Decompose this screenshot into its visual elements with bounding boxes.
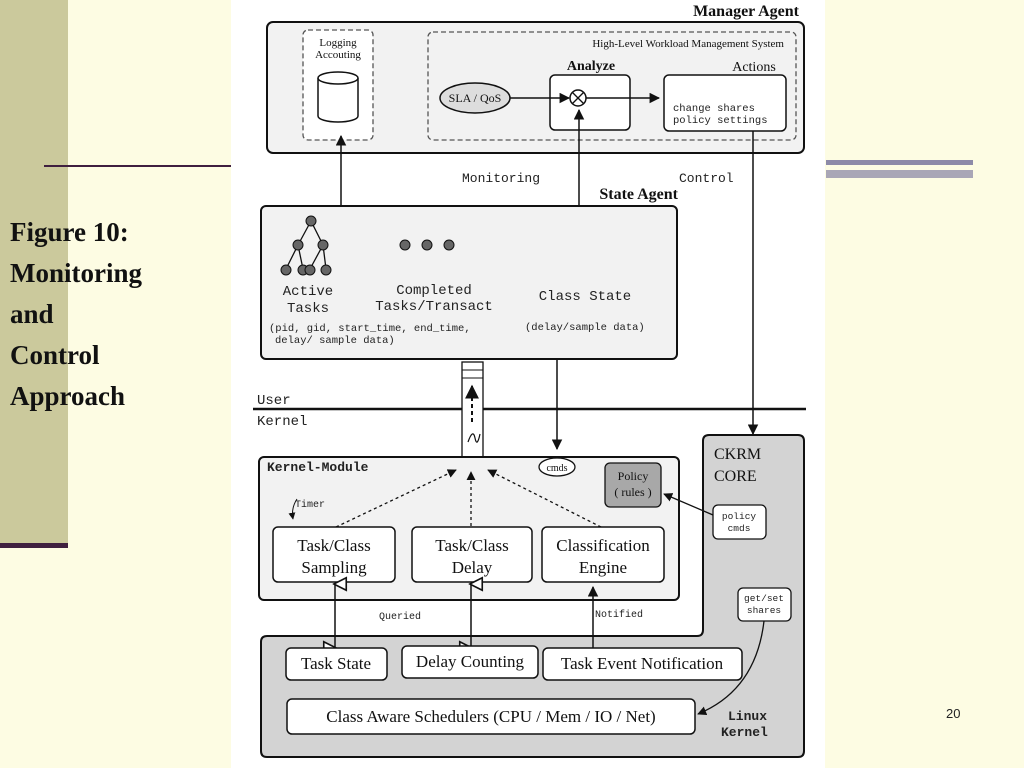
schedulers-label: Class Aware Schedulers (CPU / Mem / IO /… [326, 707, 655, 726]
notified-label: Notified [595, 609, 643, 621]
get-set-label: get/set [744, 593, 784, 604]
get-set-shares-arrow [697, 620, 765, 716]
diagram-canvas: Manager Agent Logging Accouting High-Lev… [253, 3, 806, 758]
slide-sidebar [0, 0, 68, 543]
task-state-box [285, 647, 388, 681]
completed-tasks-label-line2: Tasks/Transact [375, 299, 493, 315]
caption-line: Approach [10, 381, 126, 411]
shares-label: shares [747, 605, 781, 616]
active-tasks-label: Active [283, 284, 333, 300]
state-agent-title: State Agent [599, 186, 678, 203]
class-state-label: Class State [539, 289, 631, 305]
state-agent-box [260, 205, 678, 360]
engine-label: Engine [579, 558, 627, 577]
class-params-label: (delay/sample data) [525, 322, 645, 334]
kernel-module-title: Kernel-Module [267, 460, 369, 475]
caption-line: Figure 10: [10, 217, 129, 247]
logging-label: Logging [319, 37, 357, 49]
completed-tasks-label: Completed [396, 283, 472, 299]
rules-label: ( rules ) [614, 485, 651, 499]
caption-line: and [10, 299, 54, 329]
workload-management-box [427, 31, 797, 141]
figure-caption: Figure 10: Monitoring and Control Approa… [10, 212, 190, 417]
actions-title: Actions [732, 60, 776, 75]
caption-line: Control [10, 340, 100, 370]
caption-line: Monitoring [10, 258, 142, 288]
get-set-shares-box [737, 587, 792, 622]
ckrm-label: CKRM [714, 446, 761, 463]
database-icon [317, 71, 359, 123]
sampling-to-channel-arrow [335, 469, 457, 528]
completed-tasks-icon [399, 239, 455, 251]
policy-label: Policy [618, 469, 649, 483]
kernel-space-label: Kernel [257, 414, 307, 430]
delay-label: Task/Class [435, 536, 508, 555]
workload-management-title: High-Level Workload Management System [592, 38, 784, 50]
page-number: 20 [946, 706, 961, 721]
classification-label: Classification [556, 536, 650, 555]
sla-qos-label: SLA / QoS [449, 91, 502, 105]
class-aware-schedulers-box [286, 698, 696, 735]
cmds-node [538, 457, 576, 477]
policy-cmds-label: policy [722, 511, 757, 522]
architecture-diagram: Manager Agent Logging Accouting High-Lev… [231, 0, 825, 768]
task-params-label-line2: delay/ sample data) [275, 335, 395, 347]
delay-counting-box [401, 645, 539, 679]
active-tasks-label-line2: Tasks [287, 301, 329, 317]
classification-engine-box [541, 526, 665, 583]
delay-counting-label: Delay Counting [416, 652, 525, 671]
linux-label: Linux [728, 709, 767, 724]
monitoring-label: Monitoring [462, 171, 540, 186]
cmds-label: cmds [546, 463, 567, 474]
control-label: Control [679, 171, 734, 186]
manager-agent-title: Manager Agent [693, 3, 800, 20]
actions-box [663, 74, 787, 132]
task-state-label: Task State [301, 654, 371, 673]
policy-settings-label: policy settings [673, 115, 768, 127]
sampling-label: Task/Class [297, 536, 370, 555]
timer-arrow [288, 498, 298, 520]
ckrm-core-label: CORE [714, 468, 757, 485]
task-tree-icon [280, 215, 332, 276]
kernel-label: Kernel [721, 725, 768, 740]
delay-label-line2: Delay [452, 558, 493, 577]
right-accent-bar [826, 160, 973, 165]
accounting-label: Accouting [315, 49, 361, 61]
right-accent-bar-lower [826, 170, 973, 178]
queried-label: Queried [379, 611, 421, 623]
task-event-notification-box [542, 647, 743, 681]
sidebar-accent-line [0, 543, 68, 548]
policy-cmds-arrow [663, 493, 714, 516]
policy-cmds-label-line2: cmds [728, 523, 751, 534]
analyze-box [549, 74, 631, 131]
title-divider-line [44, 165, 234, 167]
policy-cmds-box [712, 504, 767, 540]
analyze-operator-icon [569, 89, 587, 107]
policy-rules-box [604, 462, 662, 508]
timer-label: Timer [295, 499, 325, 511]
user-space-label: User [257, 393, 291, 409]
sampling-label-line2: Sampling [301, 558, 367, 577]
task-event-label: Task Event Notification [561, 654, 724, 673]
analyze-title: Analyze [567, 59, 615, 74]
change-shares-label: change shares [673, 103, 755, 115]
task-params-label: (pid, gid, start_time, end_time, [269, 323, 471, 335]
